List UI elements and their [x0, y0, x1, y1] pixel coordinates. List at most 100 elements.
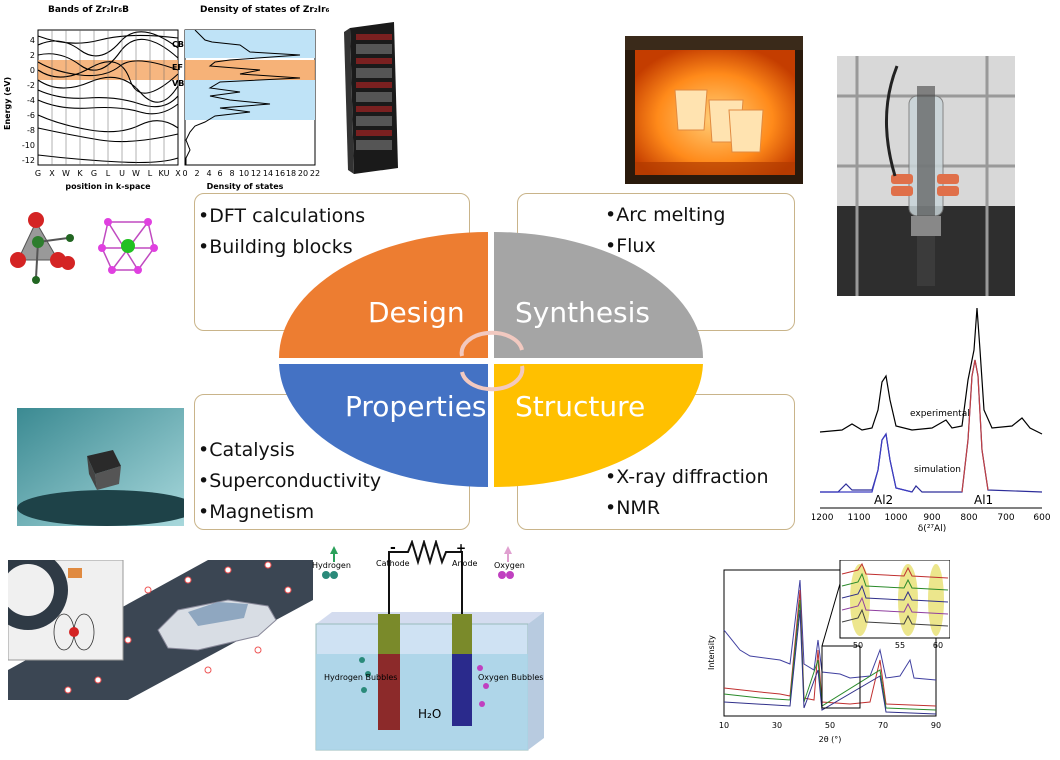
xrd-ylabel: Intensity: [707, 635, 716, 670]
design-quadrant: [279, 232, 488, 358]
al2-label: Al2: [874, 493, 893, 507]
levitating-magnet-image: [17, 408, 184, 526]
bullet-building-blocks: •Building blocks: [198, 236, 353, 258]
dos-tick: 2: [194, 169, 199, 178]
cb-label: CB: [172, 40, 184, 49]
structure-bullets: •X-ray diffraction •NMR: [605, 462, 769, 524]
xrd-xtick: 30: [772, 721, 782, 730]
minus-terminal: -: [390, 540, 396, 556]
dos-tick: 16: [275, 169, 285, 178]
band-structure-dos-plot: Bands of Zr₂Ir₆B Density of states of Zr…: [0, 0, 330, 195]
design-label: Design: [368, 296, 465, 329]
kpoint-tick: K: [77, 169, 83, 178]
energy-axis-label: Energy (eV): [3, 77, 12, 130]
nmr-xtick: 600: [1033, 513, 1050, 523]
bullet-catalysis: •Catalysis: [198, 439, 295, 461]
kpoint-tick: U: [119, 169, 125, 178]
hydrogen-bubbles-label: Hydrogen Bubbles: [324, 673, 397, 682]
bullet-dft: •DFT calculations: [198, 205, 366, 227]
vb-label: VB: [172, 79, 184, 88]
ytick: 4: [30, 36, 35, 45]
bullet-superconductivity: •Superconductivity: [198, 470, 382, 492]
plus-terminal: +: [456, 541, 466, 555]
building-block-molecules: [10, 212, 158, 284]
kspace-label: position in k-space: [65, 182, 151, 191]
ytick: 0: [30, 66, 35, 75]
nmr-xtick: 900: [923, 513, 940, 523]
water-label: H₂O: [418, 707, 441, 721]
nmr-xtick: 1000: [885, 513, 908, 523]
nmr-xlabel: δ(²⁷Al): [918, 524, 946, 532]
inset-tick: 60: [933, 641, 943, 650]
bullet-arc-melting: •Arc melting: [605, 204, 726, 226]
nmr-xtick: 800: [960, 513, 977, 523]
cycle-arrow-top: [459, 330, 524, 357]
kpoint-tick: L: [106, 169, 111, 178]
inset-tick: 55: [895, 641, 905, 650]
anode-label: Anode: [452, 559, 478, 568]
glass-apparatus-image: [837, 56, 1015, 296]
dos-title: Density of states of Zr₂Ir₆B: [200, 5, 330, 15]
maglev-car-illustration: [8, 560, 313, 700]
xrd-xtick: 70: [878, 721, 888, 730]
oxygen-label: Oxygen: [494, 561, 525, 570]
design-bullets: •DFT calculations •Building blocks: [198, 201, 365, 263]
ytick: -10: [22, 141, 35, 150]
synthesis-quadrant: [494, 232, 703, 358]
ytick: 2: [30, 51, 35, 60]
kpoint-tick: G: [35, 169, 41, 178]
dos-tick: 22: [310, 169, 320, 178]
nmr-spectrum: experimental simulation Al2 Al1 1200 110…: [812, 300, 1052, 532]
dos-tick: 10: [239, 169, 249, 178]
dos-tick: 6: [217, 169, 222, 178]
central-ellipse: [279, 232, 703, 487]
hydrogen-label: Hydrogen: [312, 561, 351, 570]
xrd-pattern: Intensity 50 55 60 10 30 50 70 90 2θ (°): [700, 560, 950, 757]
nmr-xtick: 1100: [848, 513, 871, 523]
ef-label: EF: [172, 63, 183, 72]
bullet-magnetism: •Magnetism: [198, 501, 315, 523]
kpoint-tick: KU: [159, 169, 170, 178]
synthesis-label: Synthesis: [515, 296, 650, 329]
kpoint-tick: X: [49, 169, 55, 178]
bullet-xrd: •X-ray diffraction: [605, 466, 769, 488]
inset-tick: 50: [853, 641, 863, 650]
ytick: -4: [27, 96, 35, 105]
bullet-flux: •Flux: [605, 235, 656, 257]
kpoint-tick: L: [148, 169, 153, 178]
dos-tick: 8: [229, 169, 234, 178]
simulation-label: simulation: [914, 465, 961, 475]
structure-quadrant: [494, 364, 703, 487]
xrd-xtick: 50: [825, 721, 835, 730]
dos-tick: 14: [263, 169, 273, 178]
nmr-xtick: 1200: [812, 513, 834, 523]
dos-tick: 4: [206, 169, 211, 178]
cycle-arrow-bottom: [460, 365, 525, 392]
kpoint-tick: X: [175, 169, 181, 178]
synthesis-bullets: •Arc melting •Flux: [605, 200, 725, 262]
kpoint-tick: G: [91, 169, 97, 178]
dos-tick: 20: [298, 169, 308, 178]
dos-tick: 18: [286, 169, 296, 178]
properties-label: Properties: [345, 390, 487, 423]
experimental-label: experimental: [910, 409, 970, 419]
ytick: -8: [27, 126, 35, 135]
structure-label: Structure: [515, 390, 646, 423]
dos-axis-label: Density of states: [207, 182, 284, 191]
properties-quadrant: [279, 364, 488, 487]
al1-label: Al1: [974, 493, 993, 507]
oxygen-bubbles-label: Oxygen Bubbles: [478, 673, 543, 682]
furnace-crucibles-image: [625, 36, 803, 184]
kpoint-tick: W: [62, 169, 70, 178]
cathode-label: Cathode: [376, 559, 410, 568]
ytick: -12: [22, 156, 35, 165]
supercomputer-rack-image: [344, 22, 398, 174]
dos-tick: 0: [182, 169, 187, 178]
xrd-xtick: 90: [931, 721, 941, 730]
ytick: -6: [27, 111, 35, 120]
xrd-xtick: 10: [719, 721, 729, 730]
ytick: -2: [27, 81, 35, 90]
electrolysis-cell-diagram: Hydrogen Oxygen Cathode Anode Hydrogen B…: [312, 540, 544, 751]
nmr-xtick: 700: [997, 513, 1014, 523]
bullet-nmr: •NMR: [605, 497, 661, 519]
